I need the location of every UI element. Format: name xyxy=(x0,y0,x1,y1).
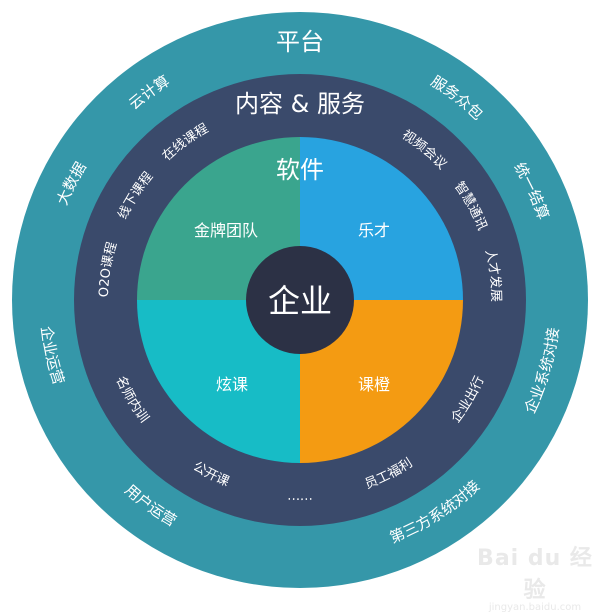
baidu-watermark: Bai du 经验 jingyan.baidu.com xyxy=(470,540,600,613)
quadrant-label-jinpai: 金牌团队 xyxy=(194,221,258,240)
ecosystem-diagram: 企业 软件 金牌团队 乐才 炫课 课橙 内容 & 服务 在线课程 线下课程 O2… xyxy=(12,12,588,588)
content-item-ellipsis: …… xyxy=(287,489,313,504)
center-circle xyxy=(246,246,354,354)
platform-ring-title: 平台 xyxy=(276,28,324,56)
quadrant-label-kecheng: 课橙 xyxy=(358,375,390,394)
watermark-url: jingyan.baidu.com xyxy=(488,602,582,613)
watermark-brand: Bai du 经验 xyxy=(477,546,593,603)
quadrant-top-left xyxy=(137,137,300,300)
quadrant-bottom-left xyxy=(137,300,300,463)
quadrant-bottom-right xyxy=(300,300,463,463)
quadrant-top-right xyxy=(300,137,463,300)
content-ring-title: 内容 & 服务 xyxy=(235,90,365,118)
quadrant-label-xuanke: 炫课 xyxy=(216,375,248,394)
svg-text:……: …… xyxy=(287,489,313,504)
software-title: 软件 xyxy=(276,156,324,184)
quadrant-label-lecai: 乐才 xyxy=(358,221,390,240)
center-label: 企业 xyxy=(268,282,332,320)
